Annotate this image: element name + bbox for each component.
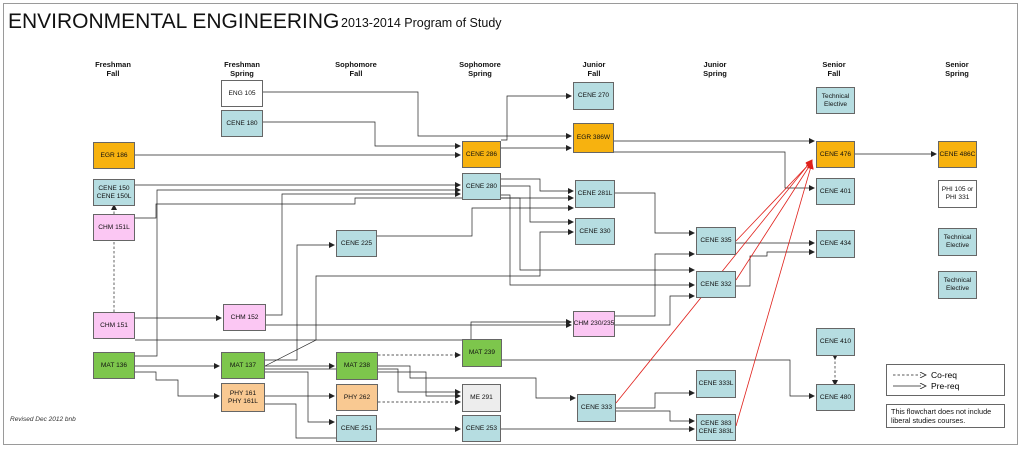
edge-chm151-chm230 <box>135 319 572 341</box>
red-edge-cene332-cene476 <box>735 161 813 281</box>
edge-mat238-cene333 <box>378 365 576 401</box>
edge-cene333-cene333l <box>616 390 695 409</box>
edge-egr386w-cene401 <box>614 151 815 191</box>
edge-cene333-cene383 <box>616 410 695 424</box>
edge-cene332-cene434 <box>736 249 815 287</box>
edge-cene280-cene330 <box>501 185 574 225</box>
red-edge-cene335-cene476 <box>735 160 813 242</box>
course-cene401[interactable]: CENE 401 <box>816 178 855 205</box>
diagram-subtitle: 2013-2014 Program of Study <box>341 16 502 30</box>
course-eng105[interactable]: ENG 105 <box>221 80 263 107</box>
course-cene486c[interactable]: CENE 486C <box>938 141 977 168</box>
course-cene253[interactable]: CENE 253 <box>462 415 501 442</box>
course-mat136[interactable]: MAT 136 <box>93 352 135 379</box>
course-chm230-235[interactable]: CHM 230/235 <box>573 311 615 337</box>
course-me291[interactable]: ME 291 <box>462 384 501 412</box>
course-cene286[interactable]: CENE 286 <box>462 141 501 168</box>
legend-prereq: Pre-req <box>893 381 1003 391</box>
course-cene270[interactable]: CENE 270 <box>573 82 614 110</box>
edge-cene286-cene270 <box>501 93 572 141</box>
course-cene180[interactable]: CENE 180 <box>221 110 263 137</box>
edge-mat136-phy161 <box>135 371 220 399</box>
course-mat238[interactable]: MAT 238 <box>336 352 378 380</box>
course-cene476[interactable]: CENE 476 <box>816 141 855 168</box>
course-phy262[interactable]: PHY 262 <box>336 384 378 411</box>
edge-mat239-cene480 <box>502 359 815 399</box>
course-chm152[interactable]: CHM 152 <box>223 304 266 331</box>
course-chm151l[interactable]: CHM 151L <box>93 214 135 241</box>
course-cene333l[interactable]: CENE 333L <box>696 370 736 398</box>
edge-chm151l-cene281l <box>135 195 574 219</box>
diagram-title: ENVIRONMENTAL ENGINEERING <box>8 10 340 33</box>
legend: Co-req Pre-req <box>886 364 1005 396</box>
legend-coreq: Co-req <box>893 370 1003 380</box>
course-mat137[interactable]: MAT 137 <box>221 352 265 379</box>
edge-cene280-cene335 <box>501 197 695 273</box>
dashed-arrow-icon <box>893 372 927 378</box>
edge-chm230-cene335 <box>615 251 695 317</box>
edge-cene280-cene281l <box>501 178 574 194</box>
edge-chm230-cene332 <box>615 293 695 326</box>
red-edge-cene383-cene476 <box>735 162 814 427</box>
edge-mat137-me291 <box>265 368 461 395</box>
course-cene335[interactable]: CENE 335 <box>696 227 736 255</box>
course-cene480[interactable]: CENE 480 <box>816 384 855 411</box>
edge-mat137-cene225 <box>265 242 335 361</box>
course-egr186[interactable]: EGR 186 <box>93 142 135 169</box>
course-cene280[interactable]: CENE 280 <box>462 173 501 200</box>
course-cene332[interactable]: CENE 332 <box>696 271 736 298</box>
course-cene251[interactable]: CENE 251 <box>336 415 377 442</box>
diagram-frame <box>3 3 1018 445</box>
course-cene281l[interactable]: CENE 281L <box>575 180 615 208</box>
edge-cene225-cene281l <box>377 205 574 237</box>
edge-cene180-cene286 <box>263 121 461 149</box>
revision-note: Revised Dec 2012 bnb <box>10 416 76 423</box>
course-chm151[interactable]: CHM 151 <box>93 312 135 339</box>
edge-mat238-me291 <box>378 371 461 399</box>
course-cene330[interactable]: CENE 330 <box>575 218 615 245</box>
edge-cene280-cene332 <box>501 194 695 288</box>
course-cene434[interactable]: CENE 434 <box>816 230 855 258</box>
course-cene333[interactable]: CENE 333 <box>577 394 616 422</box>
course-cene410[interactable]: CENE 410 <box>816 328 855 356</box>
edge-cene281l-cene335 <box>615 192 695 236</box>
course-egr386w[interactable]: EGR 386W <box>573 123 614 153</box>
edge-chm152-cene280 <box>266 191 461 316</box>
edge-mat137-cene330 <box>264 229 574 367</box>
course-cene225[interactable]: CENE 225 <box>336 230 377 257</box>
edge-eng105-egr386w <box>263 91 572 139</box>
course-mat239[interactable]: MAT 239 <box>462 339 502 367</box>
edge-mat136-cene280 <box>135 187 461 357</box>
liberal-studies-note: This flowchart does not include liberal … <box>886 404 1005 428</box>
edge-mat137-cene251 <box>265 371 335 425</box>
solid-arrow-icon <box>893 383 927 389</box>
